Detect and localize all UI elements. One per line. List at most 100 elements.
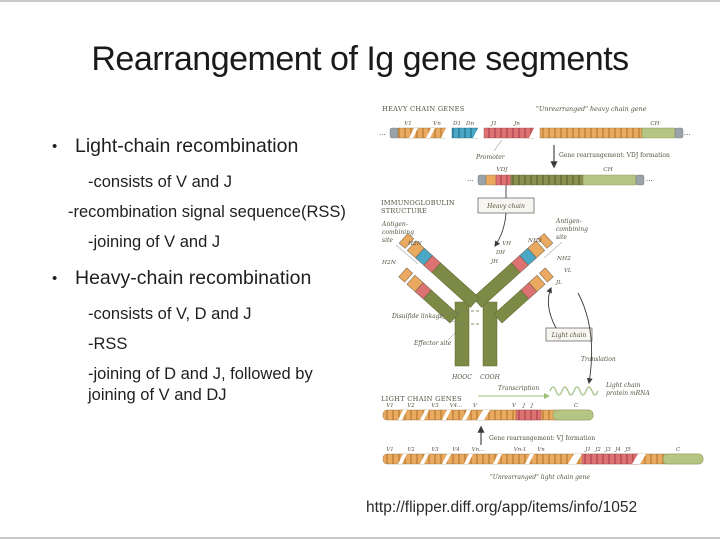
dh-label: DH [495, 250, 505, 256]
heavy-chain-stem-right [482, 301, 498, 367]
vh-segment [527, 240, 546, 259]
ch-label: CH [603, 167, 613, 173]
nh2-label: NH2 [527, 238, 542, 244]
light-chain-pointer-arrow [546, 286, 557, 329]
heavy-chain-genes-heading: HEAVY CHAIN GENES [382, 105, 465, 113]
transcription-arrowhead [544, 393, 550, 399]
ellipsis: ··· [646, 177, 653, 185]
promoter-segment [485, 174, 497, 186]
vl-segment [528, 274, 546, 292]
segment-break [398, 454, 407, 464]
bullet-list: • Light-chain recombination -consists of… [52, 133, 382, 418]
segment-label: J [530, 403, 534, 409]
translation-label: Translation [581, 356, 616, 363]
ch-segment [641, 127, 676, 139]
sub-item: -consists of V and J [88, 173, 232, 191]
segment-break [464, 454, 473, 464]
light-chain-box [545, 327, 593, 342]
segment-break [462, 410, 471, 420]
leader-segment [537, 233, 554, 249]
segment-label: V [512, 403, 517, 409]
antigen-site-left-pointer [395, 244, 419, 265]
ig-structure-heading-line1: IMMUNOGLOBULIN [381, 199, 455, 207]
heavy-chain-arm-left [398, 233, 480, 308]
heavy-chain-box-label: Heavy chain [486, 203, 525, 210]
light-chain-right [493, 267, 554, 324]
segment-break [441, 128, 452, 138]
mrna-label-line2: protein mRNA [606, 390, 650, 397]
leader-segment [538, 267, 554, 283]
segment-label: Vn... [472, 447, 485, 453]
segment-break [477, 410, 490, 420]
segment-label: J1 [584, 447, 591, 453]
light-chain-box-label: Light chain [551, 332, 587, 339]
antigen-site-left-line1: Antigen- [381, 221, 408, 228]
segment-label: V2 [407, 447, 415, 453]
translation-arrow [577, 292, 593, 385]
disulfide-pointer [437, 316, 467, 326]
segment-break [568, 454, 582, 464]
effector-site-label: Effector site [413, 340, 452, 347]
segment-break [426, 128, 435, 138]
vdj-label: VDJ [496, 167, 508, 173]
j-segments [581, 453, 639, 465]
nh2-label: NH2 [556, 256, 571, 262]
source-url: http://flipper.diff.org/app/items/info/1… [366, 499, 638, 516]
antigen-site-left-line3: site [382, 237, 393, 244]
segment-label-dn: Dn [465, 121, 474, 127]
bullet-icon: • [52, 270, 58, 287]
ellipsis: ··· [467, 177, 474, 185]
segment-label-vn: Vn [433, 121, 441, 127]
segment-label-jn: Jn [513, 121, 520, 127]
segment-label: V4 [452, 447, 460, 453]
transcription-label: Transcription [498, 385, 539, 392]
hooc-label: HOOC [451, 374, 472, 381]
promoter-pointer-line [493, 139, 503, 152]
segment-label: Vn-1 [514, 447, 527, 453]
segment-label: C [676, 447, 681, 453]
vj-formation-label: Gene rearrangement: VJ formation [489, 435, 595, 442]
cooh-label: COOH [480, 374, 500, 381]
heavy-chain-stem-left [454, 301, 470, 367]
page-title: Rearrangement of Ig gene segments [91, 40, 629, 78]
antigen-site-right-pointer [543, 241, 563, 259]
segment-label: V3 [431, 403, 439, 409]
sub-item: -RSS [88, 335, 128, 353]
segment-break [442, 410, 451, 420]
j-segments [483, 127, 535, 139]
c-segment [552, 409, 594, 421]
mrna-wave [549, 386, 599, 396]
heavy-chain-pointer-arrow [494, 212, 507, 247]
segment-label: V4... [450, 403, 463, 409]
unrearranged-light-gene-bar [382, 453, 704, 465]
disulfide-pointer [437, 310, 469, 316]
segment-label: V3 [431, 447, 439, 453]
ig-gene-diagram: HEAVY CHAIN GENES "Unrearranged" heavy c… [379, 105, 704, 481]
mrna-label-line1: Light chain [605, 382, 641, 389]
segment-label-ch: CH [650, 121, 659, 127]
segment-break [525, 454, 534, 464]
segment-label: C [574, 403, 579, 409]
vh-label: VH [502, 241, 511, 247]
ellipsis: ··· [379, 131, 386, 139]
segment-break [420, 410, 429, 420]
ellipsis: ··· [684, 131, 691, 139]
antigen-site-right-line1: Antigen- [555, 218, 582, 225]
ig-structure-heading-line2: STRUCTURE [381, 207, 427, 215]
segment-label: V1 [386, 403, 393, 409]
jh-label: JH [490, 259, 498, 265]
segment-label: J5 [624, 447, 631, 453]
segment-label: V2 [407, 403, 415, 409]
vjj-segment [515, 409, 542, 421]
promoter-label: Promoter [475, 154, 506, 161]
jl-label: JL [555, 280, 562, 286]
vl-label: VL [564, 268, 572, 274]
light-chain-left [398, 267, 459, 324]
gene-bar-cap [389, 127, 399, 139]
segment-label: Vn [537, 447, 545, 453]
segment-break [398, 410, 407, 420]
gene-bar-cap [635, 174, 645, 186]
vdj-formation-label: Gene rearrangement: VDJ formation [559, 152, 670, 159]
heavy-chain-box [477, 197, 535, 214]
segment-break [409, 128, 418, 138]
